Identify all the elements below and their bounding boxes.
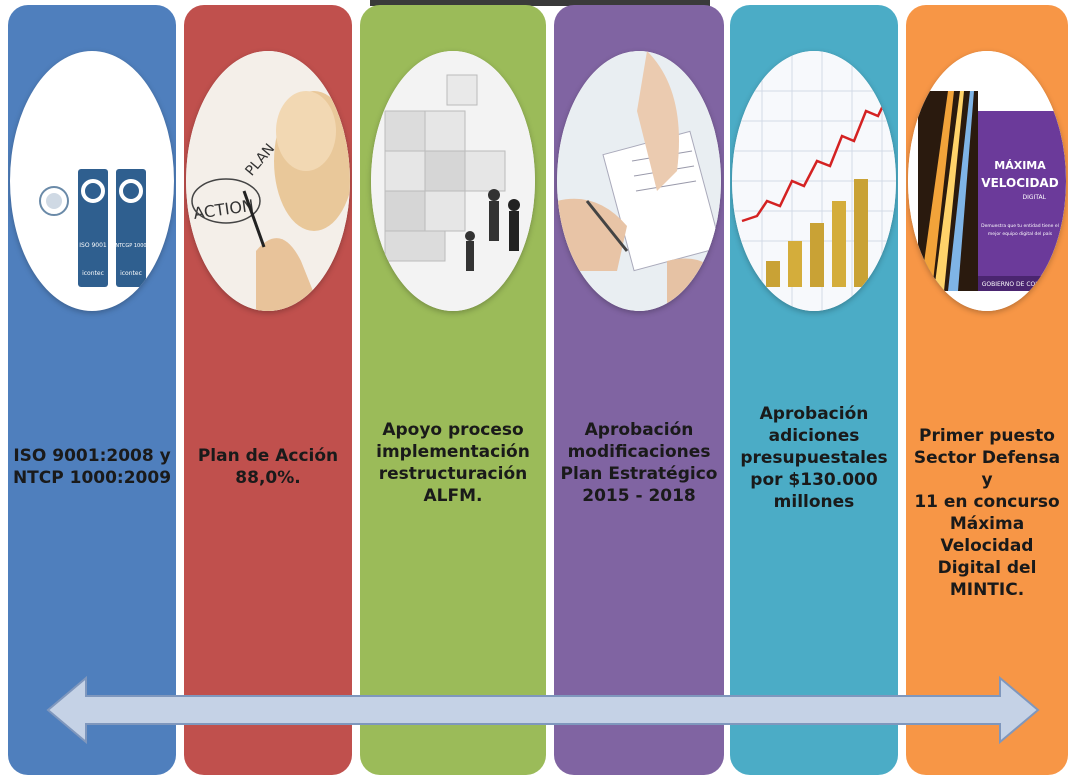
top-divider-bar [370,0,710,6]
panel-label-iso: ISO 9001:2008 y NTCP 1000:2009 [12,446,172,488]
svg-text:NTCGP 1000: NTCGP 1000 [115,243,146,249]
timeline-panel-iso: ISO 9001 icontec NTCGP 1000 icontec ISO … [8,5,176,775]
svg-text:MÁXIMA: MÁXIMA [994,159,1046,172]
svg-text:GOBIERNO DE COLOMBIA: GOBIERNO DE COLOMBIA [982,281,1059,288]
panel-label-presupuesto: Aprobación adiciones presupuestales por … [740,404,888,512]
svg-text:mejor equipo digital del país: mejor equipo digital del país [988,230,1053,237]
timeline-panel-plan-accion: ACTION PLAN Plan de Acción 88,0%. [184,5,352,775]
coins-growth-chart-icon [732,51,896,311]
documents-hands-icon [557,51,721,311]
panel-label-restructuracion: Apoyo proceso implementación restructura… [376,420,530,506]
panel-label-plan-accion: Plan de Acción 88,0%. [197,446,339,488]
timeline-panel-maxima-velocidad: MÁXIMA VELOCIDAD DIGITAL Demuestra que t… [906,5,1068,775]
maxima-velocidad-logo-icon: MÁXIMA VELOCIDAD DIGITAL Demuestra que t… [908,51,1066,311]
svg-text:ISO 9001: ISO 9001 [79,242,107,249]
svg-text:VELOCIDAD: VELOCIDAD [981,176,1058,190]
timeline-panel-restructuracion: Apoyo proceso implementación restructura… [360,5,546,775]
iso-certification-logos-icon: ISO 9001 icontec NTCGP 1000 icontec [10,51,174,311]
timeline-panel-presupuesto: Aprobación adiciones presupuestales por … [730,5,898,775]
svg-text:icontec: icontec [120,270,142,277]
svg-text:Demuestra que tu entidad tiene: Demuestra que tu entidad tiene el [981,223,1059,229]
timeline-panel-plan-estrategico: Aprobación modificaciones Plan Estratégi… [554,5,724,775]
panel-label-maxima-velocidad: Primer puesto Sector Defensa y 11 en con… [913,426,1061,600]
panel-label-plan-estrategico: Aprobación modificaciones Plan Estratégi… [560,420,718,506]
svg-text:icontec: icontec [82,270,104,277]
puzzle-team-icon [371,51,535,311]
action-plan-hand-icon: ACTION PLAN [186,51,350,311]
svg-text:DIGITAL: DIGITAL [1023,194,1047,201]
